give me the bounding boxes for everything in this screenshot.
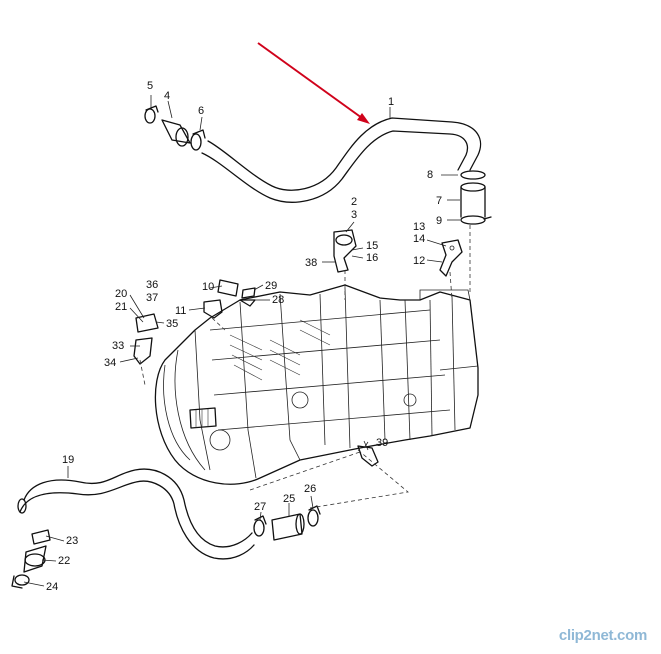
callout-labels: 1 2 3 4 5 6 7 8 9 10 11 12 13 14 15 16 1…: [46, 80, 442, 593]
pointer-arrow: [257, 42, 370, 124]
callout-38: 38: [305, 257, 317, 269]
bracket-39: [357, 445, 379, 467]
callout-2: 2: [351, 196, 357, 208]
callout-7: 7: [436, 195, 442, 207]
callout-36: 36: [146, 279, 158, 291]
transmission-body: [154, 284, 479, 485]
callout-23: 23: [66, 535, 78, 547]
callout-1: 1: [388, 96, 394, 108]
callout-39: 39: [376, 437, 388, 449]
callout-10: 10: [202, 281, 214, 293]
lower-hose: [17, 468, 255, 560]
callout-28: 28: [272, 294, 284, 306]
callout-4: 4: [164, 90, 170, 102]
callout-21: 21: [115, 301, 127, 313]
leader-lines: [23, 95, 460, 587]
upper-hose: [201, 117, 482, 203]
callout-34: 34: [104, 357, 116, 369]
callout-14: 14: [413, 233, 425, 245]
callout-27: 27: [254, 501, 266, 513]
callout-20: 20: [115, 288, 127, 300]
lower-connector: [253, 505, 321, 541]
callout-33: 33: [112, 340, 124, 352]
bracket-right: [439, 239, 463, 277]
guide-lines: [139, 225, 471, 509]
right-connector: [460, 170, 492, 225]
watermark: clip2net.com: [558, 627, 647, 644]
callout-25: 25: [283, 493, 295, 505]
callout-13: 13: [413, 221, 425, 233]
callout-11: 11: [175, 305, 186, 317]
callout-15: 15: [366, 240, 378, 252]
callout-24: 24: [46, 581, 58, 593]
callout-16: 16: [366, 252, 378, 264]
lower-left-parts: [11, 529, 51, 589]
callout-5: 5: [147, 80, 153, 92]
upper-left-clamps: [144, 105, 206, 151]
callout-19: 19: [62, 454, 74, 466]
bracket-center: [333, 229, 357, 273]
clamps-left: [133, 313, 159, 365]
clamps-10-11: [203, 279, 256, 319]
callout-37: 37: [146, 292, 158, 304]
callout-8: 8: [427, 169, 433, 181]
callout-12: 12: [413, 255, 425, 267]
callout-35: 35: [166, 318, 178, 330]
callout-29: 29: [265, 280, 277, 292]
callout-6: 6: [198, 105, 204, 117]
callout-26: 26: [304, 483, 316, 495]
callout-22: 22: [58, 555, 70, 567]
callout-3: 3: [351, 209, 357, 221]
callout-9: 9: [436, 215, 442, 227]
